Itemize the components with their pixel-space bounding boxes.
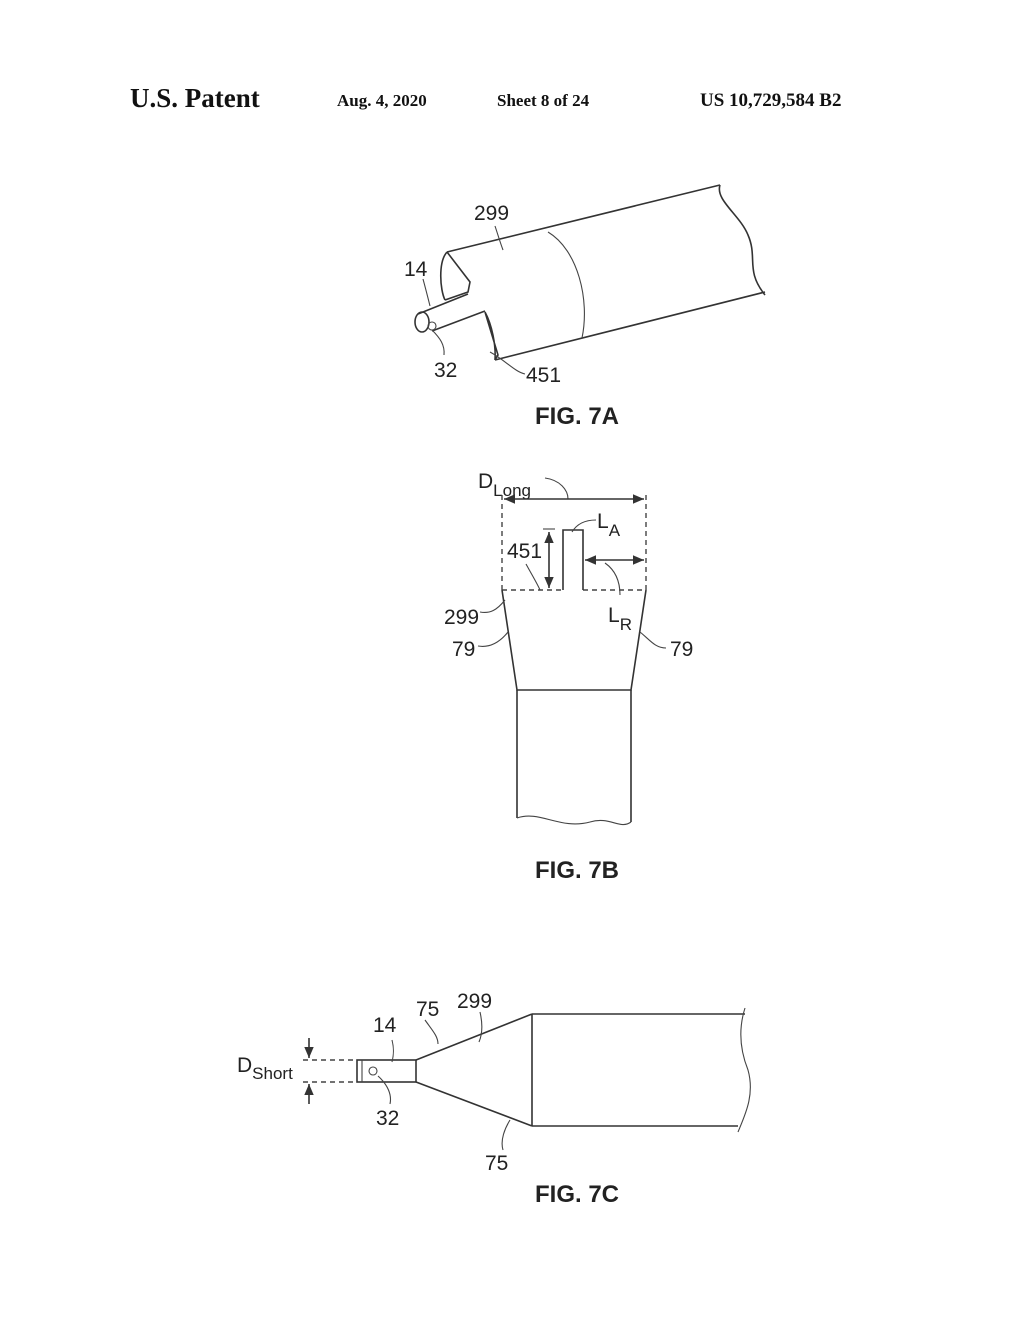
label-14: 14 [373,1014,397,1037]
label-la: LA [597,510,621,540]
rod-tip [414,311,430,333]
label-d-short: DShort [237,1054,293,1083]
label-32: 32 [376,1107,399,1130]
header-sheet: Sheet 8 of 24 [497,91,590,110]
label-299: 299 [474,202,509,225]
label-14: 14 [404,258,428,281]
rod-14 [356,1059,417,1083]
header-date: Aug. 4, 2020 [337,91,427,110]
figure-caption-7a: FIG. 7A [535,403,619,430]
figure-caption-7c: FIG. 7C [535,1181,619,1208]
figure-7b: DLong 451 LA LR 299 79 79 FIG. 7B [444,470,693,884]
label-75-top: 75 [416,998,439,1021]
label-lr: LR [608,604,632,634]
label-32: 32 [434,359,457,382]
label-299: 299 [444,606,479,629]
label-75-bottom: 75 [485,1152,508,1175]
taper-79 [501,589,647,691]
header-patent-number: US 10,729,584 B2 [700,90,841,111]
label-79-left: 79 [452,638,475,661]
hole-32 [368,1066,378,1076]
label-451: 451 [507,540,542,563]
rod-14 [417,293,486,332]
sheath-top-edge [446,184,721,253]
figure-caption-7b: FIG. 7B [535,857,619,884]
sheath-299 [532,1013,745,1127]
sheath-break-line [718,184,766,296]
label-451: 451 [526,364,561,387]
header-title: U.S. Patent [130,83,260,113]
cone-75 [415,1013,533,1127]
tab [562,529,584,590]
label-d-long: DLong [478,470,531,500]
figure-7a: 299 14 32 451 FIG. 7A [404,184,766,430]
label-79-right: 79 [670,638,693,661]
sheath-bottom-edge [494,291,766,361]
page-header: U.S. Patent Aug. 4, 2020 Sheet 8 of 24 U… [130,83,841,113]
tube [516,690,632,822]
sheath-opening [439,251,499,361]
sheath-seam [547,231,585,339]
label-299: 299 [457,990,492,1013]
figure-7c: DShort 14 75 299 32 75 FIG. 7C [237,990,751,1208]
